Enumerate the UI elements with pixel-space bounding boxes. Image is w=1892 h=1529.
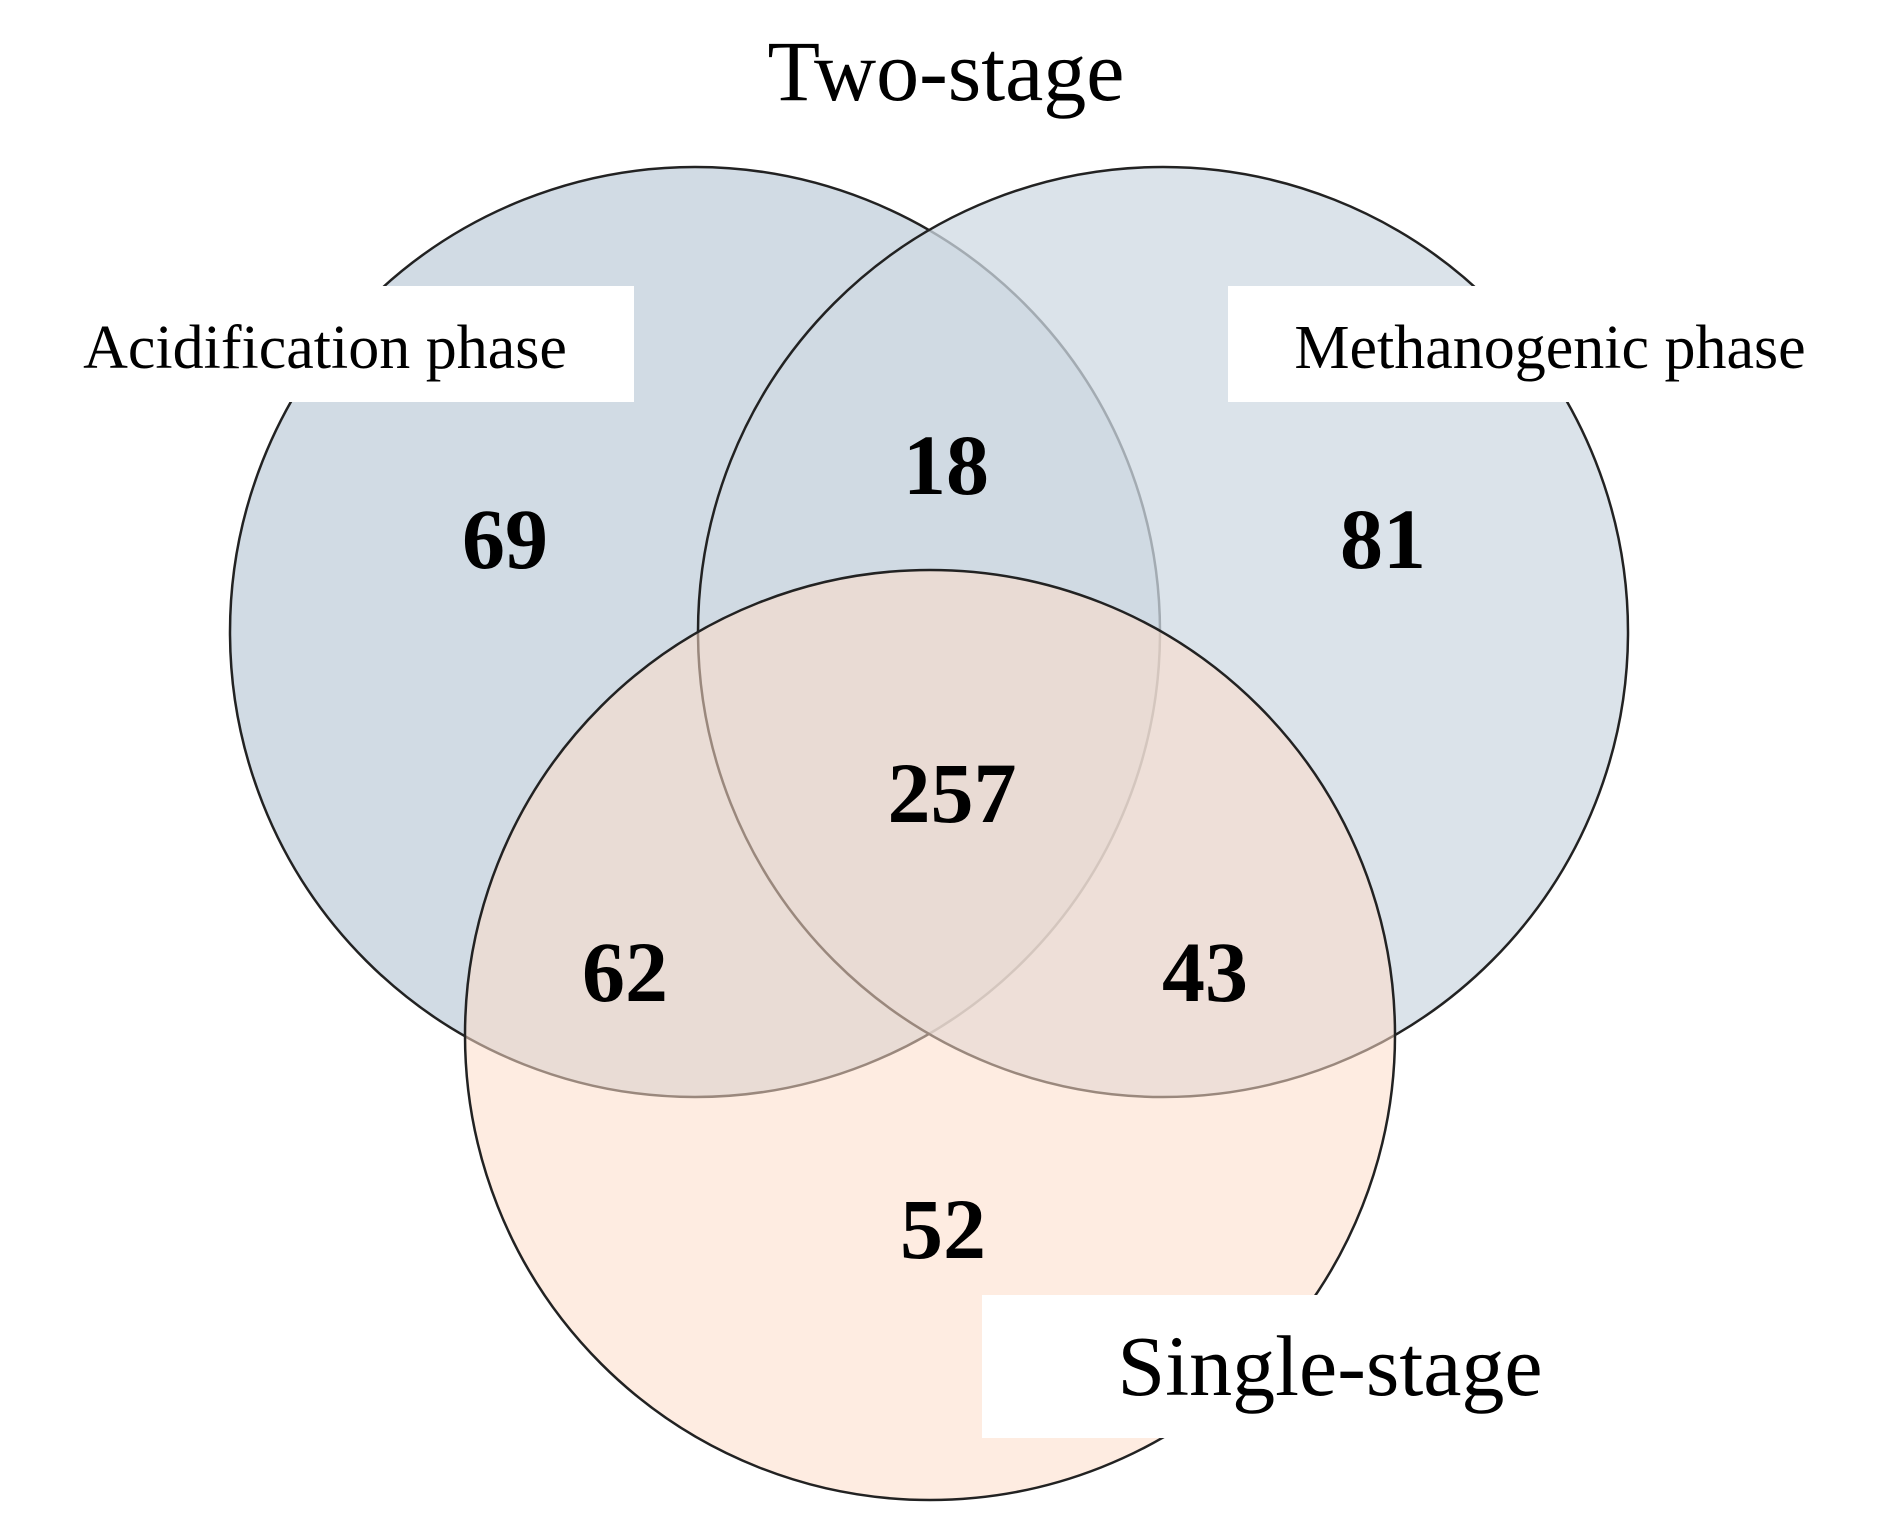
count-methanogenic-only: 81 — [1340, 491, 1426, 587]
count-meth-single: 43 — [1162, 924, 1248, 1020]
acidification-label: Acidification phase — [83, 314, 567, 382]
count-acid-single: 62 — [582, 924, 668, 1020]
count-all-three: 257 — [888, 745, 1017, 841]
methanogenic-label: Methanogenic phase — [1294, 314, 1805, 382]
diagram-title: Two-stage — [768, 23, 1125, 119]
count-single-only: 52 — [900, 1181, 986, 1277]
circle-single-stage — [463, 568, 1397, 1502]
single-stage-label-box — [982, 1295, 1614, 1438]
single-stage-label: Single-stage — [1117, 1318, 1542, 1414]
methanogenic-label-box — [1228, 286, 1880, 402]
count-acidification-only: 69 — [462, 491, 548, 587]
acidification-label-box — [22, 286, 634, 402]
count-acid-meth: 18 — [903, 417, 989, 513]
